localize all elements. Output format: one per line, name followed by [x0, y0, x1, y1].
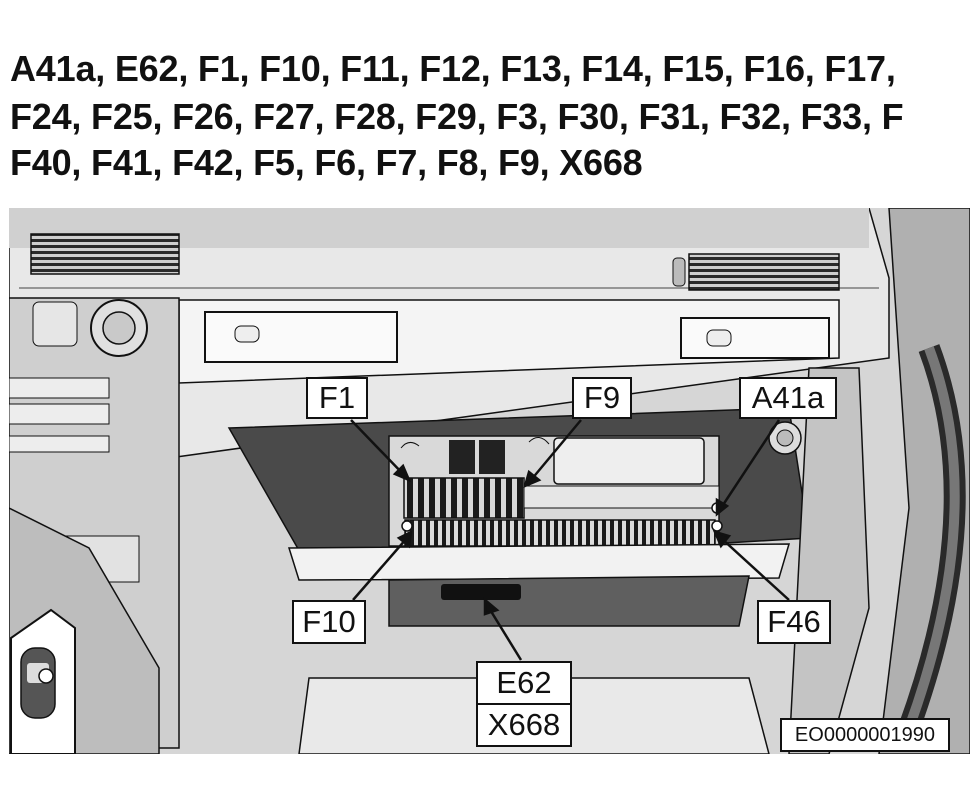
callout-f1: F1	[306, 377, 368, 419]
callout-f9: F9	[572, 377, 632, 419]
car-orientation-icon	[10, 608, 76, 754]
steering-wheel	[878, 208, 970, 754]
dashboard-trim	[178, 299, 840, 384]
callout-f46: F46	[757, 600, 831, 644]
callout-e62: E62	[476, 661, 572, 705]
lower-module	[287, 543, 791, 627]
callout-x668: X668	[476, 703, 572, 747]
title-line-3: F40, F41, F42, F5, F6, F7, F8, F9, X668	[10, 142, 643, 183]
image-reference-code: EO0000001990	[780, 718, 950, 752]
right-air-vent	[672, 253, 840, 291]
left-air-vent	[30, 233, 180, 275]
callout-a41a: A41a	[739, 377, 837, 419]
callout-f10: F10	[292, 600, 366, 644]
title-line-2: F24, F25, F26, F27, F28, F29, F3, F30, F…	[10, 96, 904, 137]
callout-leaders	[350, 419, 790, 661]
title-line-1: A41a, E62, F1, F10, F11, F12, F13, F14, …	[10, 48, 896, 89]
